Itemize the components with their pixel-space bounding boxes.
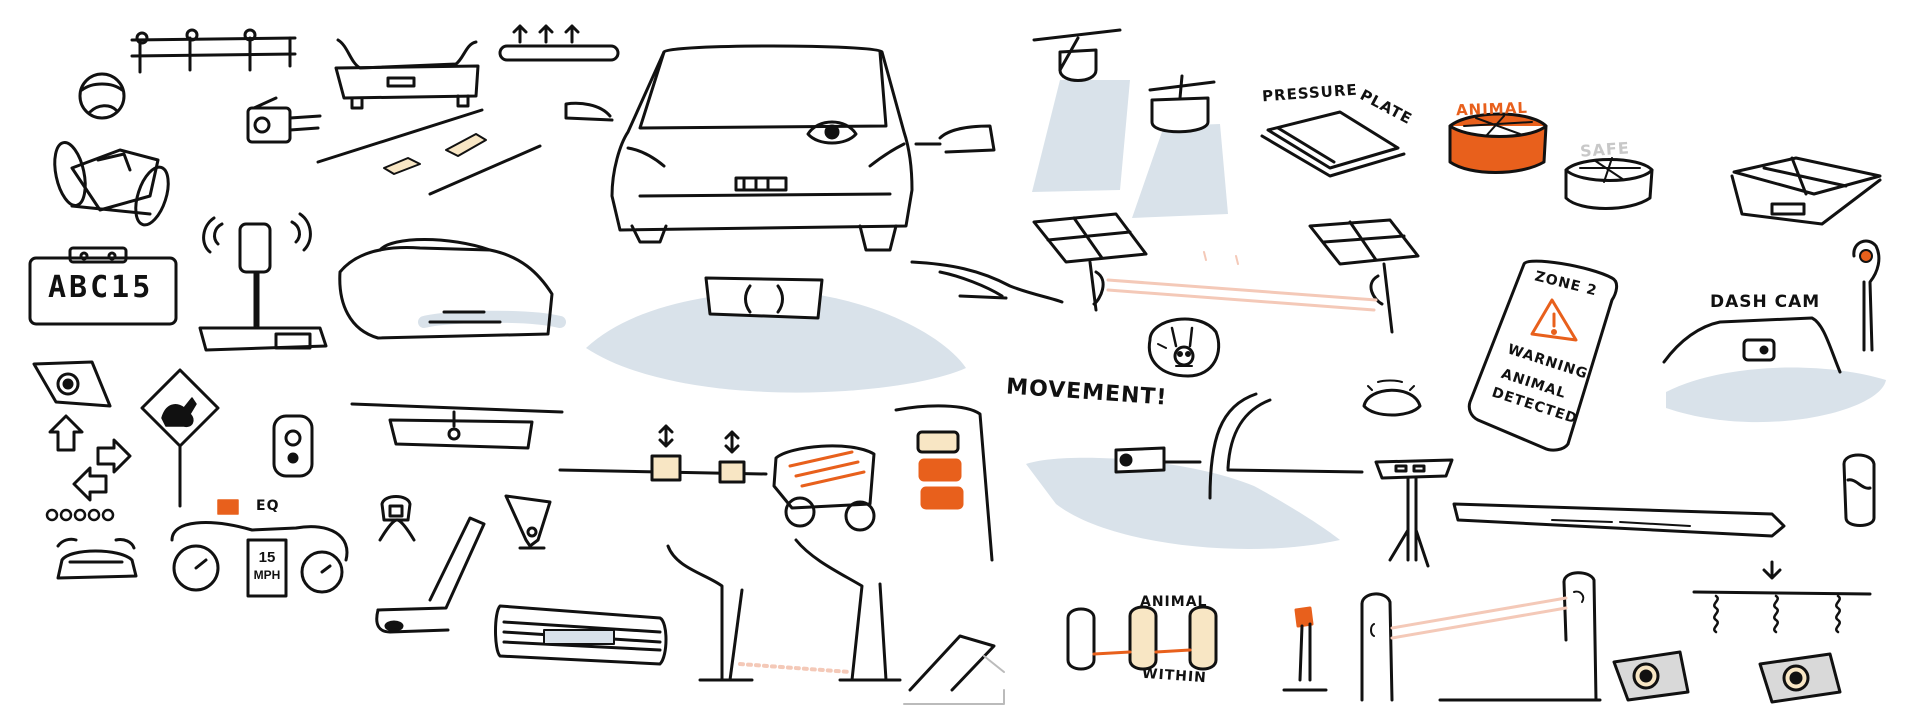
tail-light-icon [894, 404, 994, 562]
dash-cam-label: DASH CAM [1710, 292, 1821, 312]
ball-sensor-icon [78, 72, 126, 120]
car-side-sensor-icon [338, 238, 566, 340]
pressure-plate-icon [1260, 110, 1406, 178]
seat-sensor-icon [375, 516, 486, 634]
solar-vent-icon [1730, 156, 1882, 226]
key-fob-icon [272, 414, 314, 478]
dash-cam-icon [1662, 316, 1886, 423]
long-bar-sensor-icon [1452, 502, 1786, 538]
safe-pad-icon [1564, 157, 1654, 210]
pole-sensor-icon [1852, 239, 1881, 352]
small-camera-icon [378, 495, 416, 542]
direction-arrows-icon [48, 414, 132, 502]
side-camera-icon [1842, 453, 1876, 527]
led-dots-icon [45, 508, 115, 522]
speed-unit: MPH [253, 568, 281, 582]
road-tire-tracks-icon [910, 260, 1064, 304]
animal-pad-label: ANIMAL [1455, 98, 1529, 120]
animal-crossing-sign-icon [140, 368, 220, 508]
height-posts-icon [558, 424, 768, 484]
center-radar-sensor-icon [586, 276, 966, 393]
funnel-sensor-icon [504, 494, 552, 550]
rover-robot-icon [53, 141, 170, 227]
lane-markings-icon [316, 108, 542, 196]
gate-posts-icon [666, 538, 902, 682]
bumper-sensor-icon [32, 360, 112, 408]
eq-indicator: EQ [256, 498, 280, 514]
ceiling-sensor-cone-1-icon [1032, 28, 1130, 192]
license-plate-icon [28, 246, 178, 326]
safe-pad-label: SAFE [1579, 138, 1631, 161]
camera-housing-pair-icon [1612, 650, 1842, 704]
spring-plate-icon [1692, 560, 1872, 634]
car-front-icon [564, 44, 996, 252]
beam-gate-posts-icon [1360, 571, 1602, 702]
animal-within-sensors-icon [1066, 605, 1218, 671]
animal-pad-icon [1448, 112, 1548, 174]
solar-panel-pair-icon [1032, 212, 1420, 334]
bunny-motion-icon [1147, 317, 1221, 378]
grille-icon [494, 604, 668, 666]
license-plate-text: ABC15 [48, 270, 154, 305]
car-rear-bumper-icon [334, 38, 480, 110]
signal-post-icon [198, 212, 328, 352]
sensor-bollard-icon [1374, 458, 1454, 568]
speed-number: 15 [258, 549, 276, 566]
joystick-icon [1282, 606, 1328, 692]
roof-arrows-bar-icon [498, 24, 620, 62]
dashboard-cluster-icon [170, 499, 349, 598]
headrest-sensor-icon [56, 537, 138, 580]
lidar-cart-icon [772, 444, 876, 532]
ceiling-sensor-cone-2-icon [1132, 74, 1228, 218]
camera-module-icon [246, 96, 322, 144]
motion-cone-icon [1026, 392, 1364, 549]
dome-sensor-icon [1362, 379, 1422, 417]
rearview-mirror-icon [350, 402, 564, 450]
roof-rack-icon [130, 28, 297, 74]
ramp-icon [903, 634, 1005, 705]
warning-phone-icon [1467, 259, 1619, 452]
animal-within-top-label: ANIMAL [1140, 594, 1208, 610]
